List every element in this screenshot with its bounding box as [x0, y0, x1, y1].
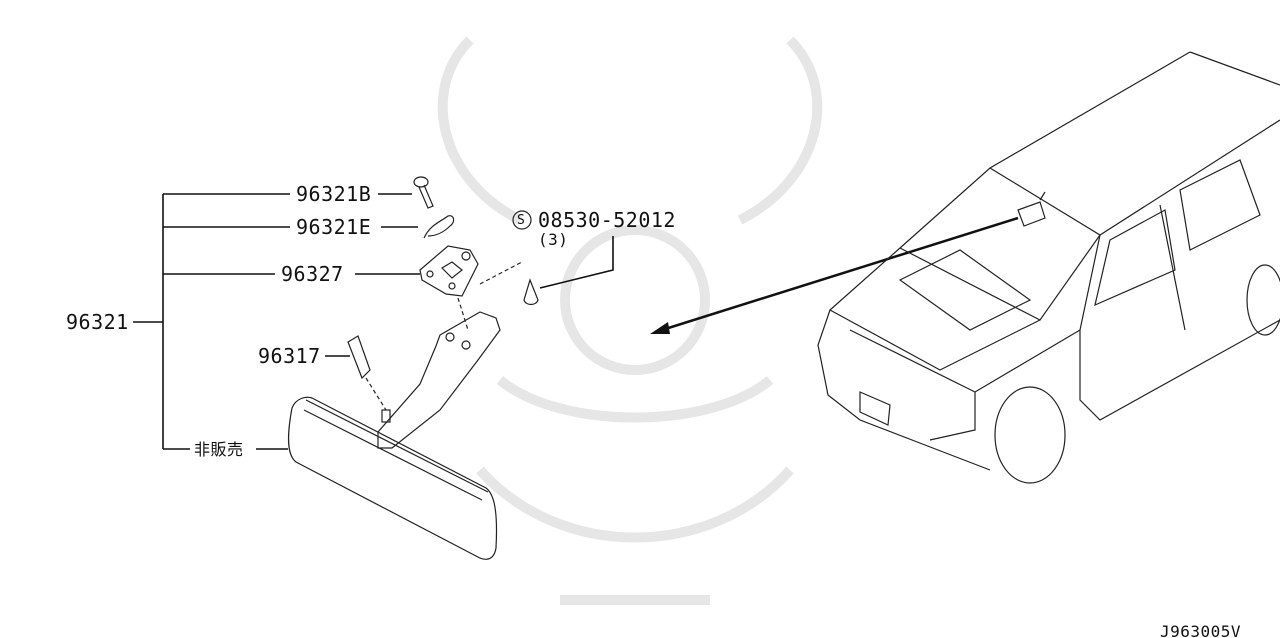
leader-lines — [133, 193, 614, 450]
standard-part-symbol — [512, 210, 532, 230]
bolt-96321B — [413, 176, 434, 209]
label-screw-quantity: (3) — [538, 230, 569, 249]
label-96321B[interactable]: 96321B — [296, 182, 372, 206]
mirror-stay — [377, 311, 501, 449]
watermark-logo — [437, 36, 823, 605]
location-arrow — [650, 216, 1019, 334]
screw-08530-52012 — [523, 278, 539, 306]
diagram-code: J963005V — [1160, 622, 1242, 638]
label-not-for-sale: 非販売 — [194, 440, 244, 459]
rear-view-mirror — [287, 396, 498, 560]
vehicle-illustration — [817, 51, 1280, 484]
cover-96317 — [347, 335, 391, 423]
label-screw-part-number[interactable]: 08530-52012 — [538, 208, 676, 232]
label-96321[interactable]: 96321 — [66, 310, 129, 334]
cover-96321E — [423, 215, 455, 239]
label-96321E[interactable]: 96321E — [296, 215, 372, 239]
bracket-96327 — [419, 245, 523, 331]
standard-part-symbol-letter: S — [517, 213, 526, 228]
label-96327[interactable]: 96327 — [281, 262, 344, 286]
label-96317[interactable]: 96317 — [258, 344, 321, 368]
